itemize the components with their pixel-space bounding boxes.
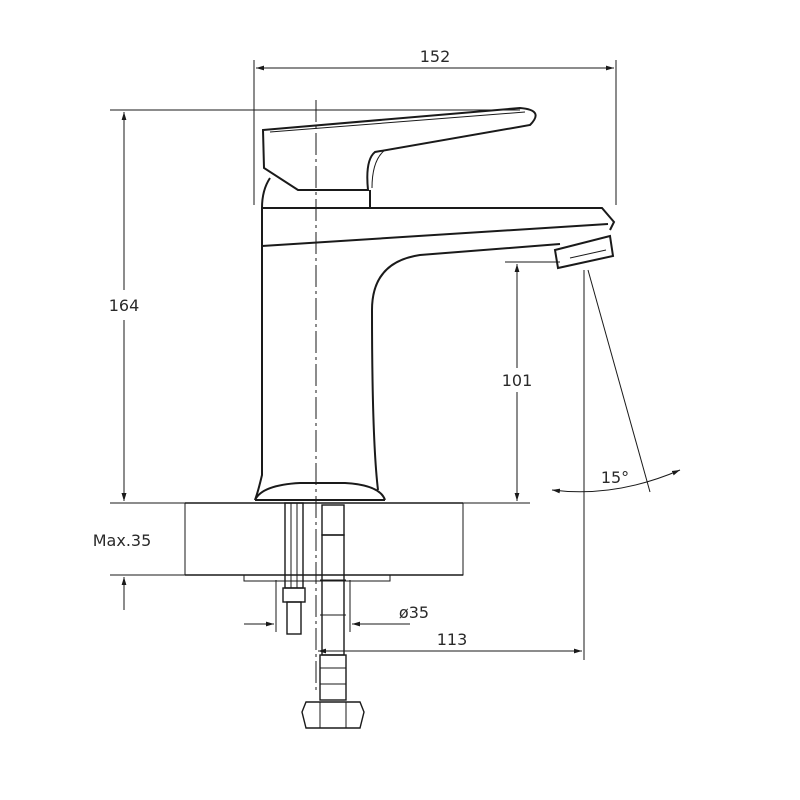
dimension-angle: 15° <box>551 269 681 494</box>
faucet-body <box>254 106 616 501</box>
dimension-reach: 113 <box>318 270 585 660</box>
hole-diameter-label: ø35 <box>399 603 429 622</box>
angle-label: 15° <box>601 468 629 487</box>
countertop-section <box>184 502 464 582</box>
supply-hose <box>301 504 365 729</box>
dimension-spout-height: 101 <box>463 261 560 504</box>
mounting-stud <box>282 502 306 635</box>
spout-height-label: 101 <box>502 371 533 390</box>
dimension-width: 152 <box>253 47 617 205</box>
height-label: 164 <box>109 296 140 315</box>
max-thickness-label: Max.35 <box>93 531 152 550</box>
dimension-max-thickness: Max.35 <box>93 460 185 610</box>
reach-label: 113 <box>437 630 468 649</box>
width-label: 152 <box>420 47 451 66</box>
dimension-hole-diameter: ø35 <box>244 580 429 632</box>
dimension-height: 164 <box>109 109 520 504</box>
